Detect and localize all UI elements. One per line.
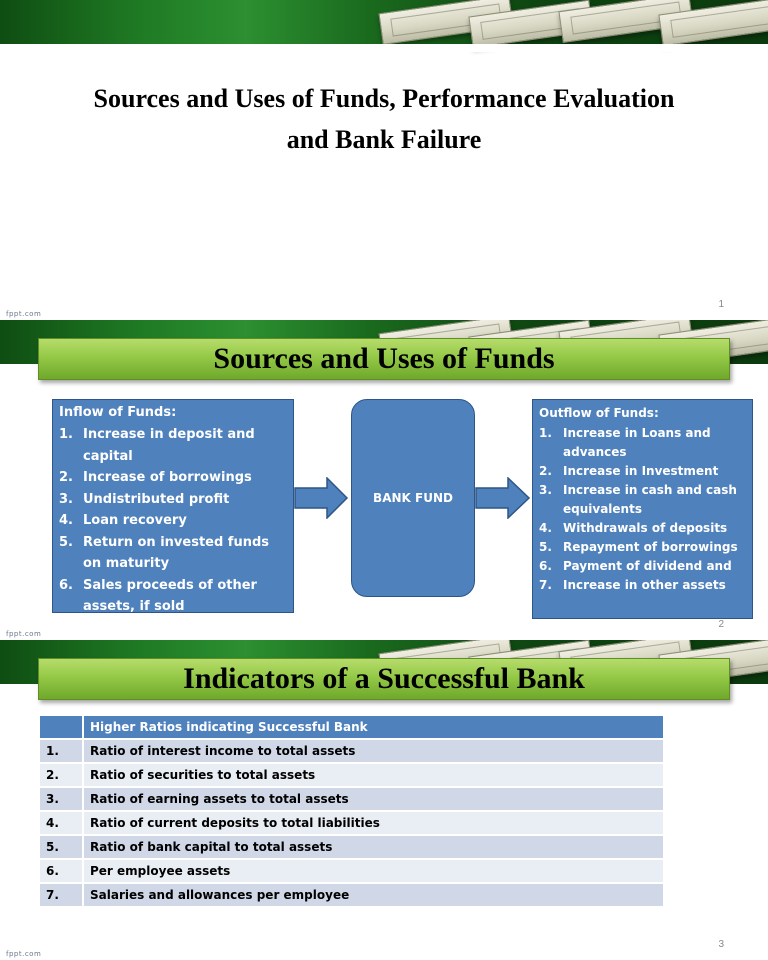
row-number: 4.: [38, 810, 84, 836]
row-number: 6.: [38, 858, 84, 884]
row-number: 7.: [38, 882, 84, 908]
page-number: 2: [718, 619, 724, 630]
table-row: 3.Ratio of earning assets to total asset…: [38, 786, 665, 812]
item-text: Increase of borrowings: [83, 470, 252, 485]
banner: [0, 0, 768, 49]
page-number: 3: [718, 939, 724, 950]
row-number: 1.: [38, 738, 84, 764]
item-text: Increase in deposit and capital: [83, 427, 255, 464]
item-number: 4.: [539, 521, 552, 535]
list-item: 5. Return on invested funds on maturity: [59, 532, 287, 575]
item-number: 3.: [59, 491, 73, 507]
row-text: Ratio of securities to total assets: [82, 762, 665, 788]
title-bar: Indicators of a Successful Bank: [38, 658, 730, 700]
table-row: 4.Ratio of current deposits to total lia…: [38, 810, 665, 836]
table-row: 2.Ratio of securities to total assets: [38, 762, 665, 788]
item-text: Sales proceeds of other assets, if sold: [83, 577, 257, 615]
list-item: 2. Increase in Investment: [539, 462, 746, 481]
list-item: 4. Withdrawals of deposits: [539, 519, 746, 538]
list-item: 2. Increase of borrowings: [59, 467, 287, 489]
footer-brand: fppt.com: [6, 630, 42, 638]
item-text: Undistributed profit: [83, 491, 230, 507]
table-header-row: Higher Ratios indicating Successful Bank: [38, 714, 665, 740]
table-row: 7.Salaries and allowances per employee: [38, 882, 665, 908]
list-item: 3. Increase in cash and cash equivalents: [539, 481, 746, 519]
item-text: Increase in cash and cash equivalents: [563, 483, 737, 516]
header-cell-ratio: Higher Ratios indicating Successful Bank: [82, 714, 665, 740]
slide-1: Sources and Uses of Funds, Performance E…: [0, 0, 768, 320]
item-text: Loan recovery: [83, 513, 187, 528]
row-text: Ratio of current deposits to total liabi…: [82, 810, 665, 836]
row-number: 3.: [38, 786, 84, 812]
inflow-heading: Inflow of Funds:: [59, 405, 177, 420]
item-text: Payment of dividend and: [563, 559, 732, 573]
outflow-box: Outflow of Funds: 1. Increase in Loans an…: [532, 399, 753, 619]
row-text: Per employee assets: [82, 858, 665, 884]
list-item: 6. Payment of dividend and: [539, 557, 746, 576]
right-arrow-icon: [294, 477, 349, 519]
banner-divider: [0, 44, 768, 52]
slide-3: Indicators of a Successful Bank Higher R…: [0, 640, 768, 960]
footer-brand: fppt.com: [6, 950, 42, 958]
outflow-list: 1. Increase in Loans and advances 2. Incre…: [539, 424, 746, 595]
item-number: 5.: [59, 534, 73, 550]
page-title: Sources and Uses of Funds, Performance E…: [40, 78, 728, 160]
item-number: 7.: [539, 578, 552, 592]
title-line-2: and Bank Failure: [286, 125, 482, 154]
footer-brand: fppt.com: [6, 310, 42, 318]
item-number: 5.: [539, 540, 552, 554]
item-text: Increase in Investment: [563, 464, 719, 478]
indicators-table: Higher Ratios indicating Successful Bank…: [38, 714, 665, 908]
item-text: Return on invested funds on maturity: [83, 534, 270, 572]
list-item: 6. Sales proceeds of other assets, if sol…: [59, 575, 287, 618]
table-row: 6.Per employee assets: [38, 858, 665, 884]
list-item: 4. Loan recovery: [59, 510, 287, 532]
item-number: 6.: [539, 559, 552, 573]
item-number: 2.: [539, 464, 552, 478]
list-item: 3. Undistributed profit: [59, 489, 287, 511]
list-item: 7. Increase in other assets: [539, 576, 746, 595]
row-number: 5.: [38, 834, 84, 860]
table-row: 5.Ratio of bank capital to total assets: [38, 834, 665, 860]
item-number: 3.: [539, 483, 552, 497]
title-line-1: Sources and Uses of Funds, Performance E…: [93, 84, 675, 113]
inflow-list: 1. Increase in deposit and capital 2. Incr…: [59, 424, 287, 618]
item-text: Repayment of borrowings: [563, 540, 738, 554]
item-text: Withdrawals of deposits: [563, 521, 728, 535]
row-text: Salaries and allowances per employee: [82, 882, 665, 908]
item-number: 1.: [539, 426, 552, 440]
list-item: 5. Repayment of borrowings: [539, 538, 746, 557]
outflow-heading: Outflow of Funds:: [539, 406, 659, 420]
slide-2: Sources and Uses of Funds Inflow of Fund…: [0, 320, 768, 640]
title-bar: Sources and Uses of Funds: [38, 338, 730, 380]
item-number: 6.: [59, 577, 73, 593]
page-number: 1: [718, 299, 724, 310]
list-item: 1. Increase in deposit and capital: [59, 424, 287, 467]
slide-title: Indicators of a Successful Bank: [183, 662, 585, 695]
bank-fund-box: BANK FUND: [351, 399, 475, 597]
row-number: 2.: [38, 762, 84, 788]
row-text: Ratio of bank capital to total assets: [82, 834, 665, 860]
header-cell-number: [38, 714, 84, 740]
row-text: Ratio of interest income to total assets: [82, 738, 665, 764]
slide-title: Sources and Uses of Funds: [213, 342, 555, 375]
item-number: 4.: [59, 513, 73, 528]
item-text: Increase in other assets: [563, 578, 726, 592]
inflow-box: Inflow of Funds: 1. Increase in deposit a…: [52, 399, 294, 614]
item-number: 2.: [59, 470, 73, 485]
table-row: 1.Ratio of interest income to total asse…: [38, 738, 665, 764]
item-number: 1.: [59, 427, 73, 442]
right-arrow-icon: [475, 477, 531, 519]
item-text: Increase in Loans and advances: [563, 426, 711, 459]
row-text: Ratio of earning assets to total assets: [82, 786, 665, 812]
list-item: 1. Increase in Loans and advances: [539, 424, 746, 462]
